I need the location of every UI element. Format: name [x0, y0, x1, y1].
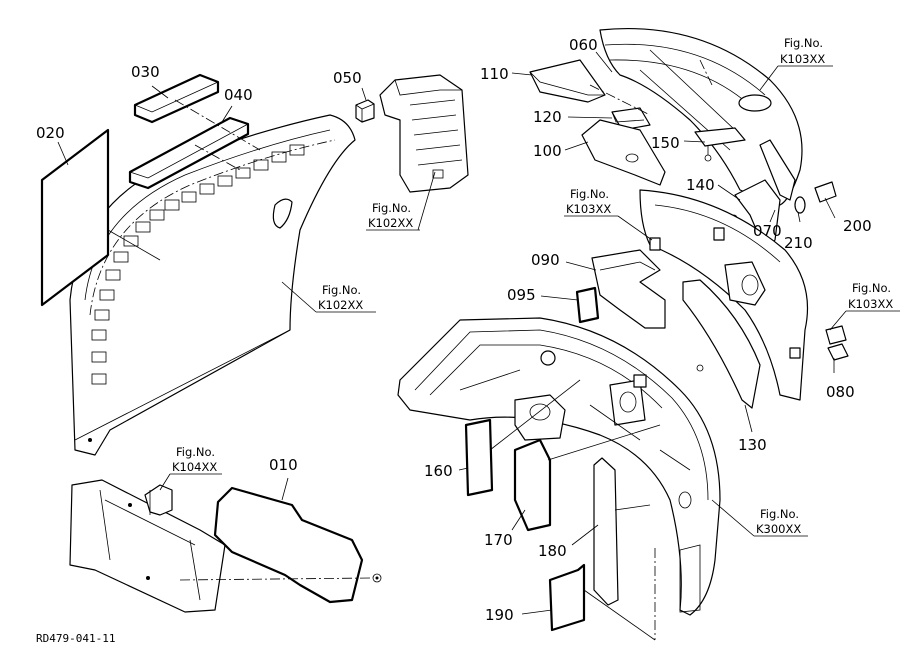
- label-140: 140: [686, 176, 715, 194]
- fig-ref-k103-top-code: K103XX: [780, 52, 825, 66]
- label-020: 020: [36, 124, 65, 142]
- left-fender-cover: [69, 114, 356, 456]
- fig-ref-k300-code: K300XX: [756, 522, 801, 536]
- label-080: 080: [826, 383, 855, 401]
- label-110: 110: [480, 65, 509, 83]
- part-labels: 020 030 040 050 010 060 110 120 100 150 …: [36, 36, 872, 624]
- fig-ref-k104-code: K104XX: [172, 460, 217, 474]
- part-170-pad: [513, 438, 552, 532]
- part-040-block: [128, 105, 250, 190]
- assembly-line-030: [174, 99, 261, 151]
- part-010-board: [179, 477, 382, 604]
- lower-fender-k300: [397, 317, 721, 616]
- label-200: 200: [843, 217, 872, 235]
- part-090-block: [591, 249, 666, 329]
- part-180-pad: [593, 457, 619, 606]
- fig-ref-k103-top-label: Fig.No.: [784, 36, 823, 50]
- label-150: 150: [651, 134, 680, 152]
- middle-cover-k103: [639, 189, 808, 401]
- fig-ref-k102-lower-code: K102XX: [318, 298, 363, 312]
- part-190-pad: [548, 563, 586, 632]
- part-160-pad: [464, 418, 494, 497]
- label-160: 160: [424, 462, 453, 480]
- fig-ref-k300-label: Fig.No.: [760, 507, 799, 521]
- fig-ref-k102-upper-label: Fig.No.: [372, 201, 411, 215]
- label-040: 040: [224, 86, 253, 104]
- label-095: 095: [507, 286, 536, 304]
- fig-ref-lines: [159, 65, 900, 537]
- part-150-bracket: [694, 127, 746, 162]
- label-120: 120: [533, 108, 562, 126]
- fig-ref-k102-lower-label: Fig.No.: [322, 283, 361, 297]
- label-030: 030: [131, 63, 160, 81]
- fig-ref-k102-upper-code: K102XX: [368, 216, 413, 230]
- label-010: 010: [269, 456, 298, 474]
- part-070-strip: [759, 139, 796, 201]
- part-030-block: [133, 73, 220, 124]
- label-050: 050: [333, 69, 362, 87]
- label-210: 210: [784, 234, 813, 252]
- part-080-clip: [825, 325, 849, 361]
- label-180: 180: [538, 542, 567, 560]
- label-070: 070: [753, 222, 782, 240]
- fig-ref-k103-mid-code: K103XX: [566, 202, 611, 216]
- label-130: 130: [738, 436, 767, 454]
- leader-lines: [458, 51, 836, 641]
- assembly-line-110: [589, 84, 651, 116]
- part-095-block: [575, 286, 600, 324]
- part-020-panel: [40, 128, 161, 307]
- part-200-210-pads: [794, 181, 837, 214]
- part-100: [581, 119, 666, 186]
- fig-references: Fig.No. K102XX Fig.No. K102XX Fig.No. K1…: [172, 36, 893, 536]
- part-110: [529, 59, 606, 103]
- upper-front-cover: [599, 27, 803, 206]
- label-060: 060: [569, 36, 598, 54]
- assembly-line-040: [194, 144, 241, 171]
- label-100: 100: [533, 142, 562, 160]
- fig-ref-k103-mid-label: Fig.No.: [570, 187, 609, 201]
- label-170: 170: [484, 531, 513, 549]
- part-050-clip: [355, 87, 375, 123]
- label-090: 090: [531, 251, 560, 269]
- bracket-k102-upper: [379, 74, 469, 193]
- part-130-plate: [682, 279, 761, 409]
- label-190: 190: [485, 606, 514, 624]
- part-120: [611, 107, 651, 131]
- bracket-k104: [69, 479, 226, 613]
- fig-ref-k104-label: Fig.No.: [176, 445, 215, 459]
- diagram-code: RD479-041-11: [36, 632, 115, 645]
- fig-ref-k103-right-label: Fig.No.: [852, 281, 891, 295]
- fig-ref-k103-right-code: K103XX: [848, 297, 893, 311]
